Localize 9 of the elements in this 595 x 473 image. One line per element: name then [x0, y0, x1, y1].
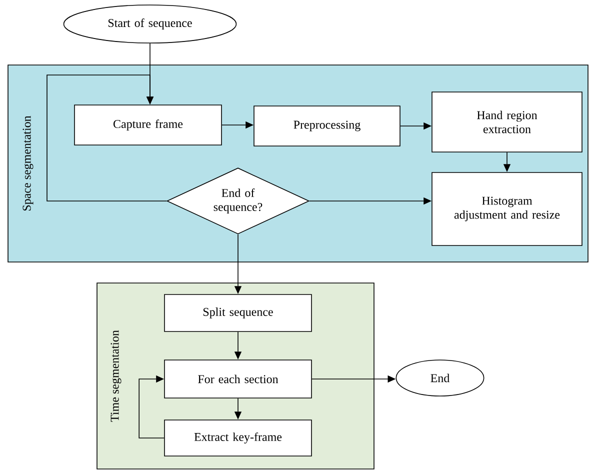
- process-box: Capture frame: [74, 104, 222, 146]
- process-box: Split sequence: [164, 294, 312, 332]
- arrow: [138, 375, 164, 438]
- process-box: Histogram adjustment and resize: [432, 172, 582, 246]
- arrow: [46, 74, 167, 202]
- process-box: Hand region extraction: [432, 92, 582, 152]
- process-box: Preprocessing: [254, 106, 400, 146]
- process-box: Extract key-frame: [164, 420, 312, 456]
- process-box: For each section: [164, 360, 312, 398]
